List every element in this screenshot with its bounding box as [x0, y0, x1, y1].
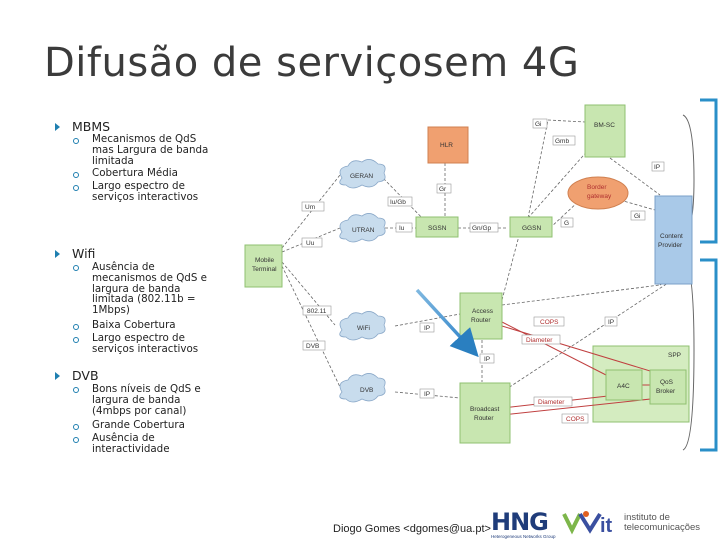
diagram-label: Router: [471, 317, 491, 324]
diagram-label: COPS: [540, 319, 559, 326]
diagram-label: GGSN: [522, 225, 541, 232]
a4c-box: [605, 369, 643, 401]
hlr-box: [427, 126, 469, 164]
sub-bullet-icon: [73, 424, 79, 430]
dvb-item: Ausência de interactividade: [92, 432, 170, 455]
diagram-label: QoS: [660, 379, 674, 386]
bullet-arrow-icon: [55, 250, 60, 258]
wifi-item: Baixa Cobertura: [92, 319, 176, 331]
diagram-label: Provider: [658, 242, 683, 249]
diagram-label: Um: [305, 204, 315, 211]
geran-cloud: [339, 159, 386, 189]
sub-bullet-icon: [73, 324, 79, 330]
sub-bullet-icon: [73, 185, 79, 191]
diagram-label: Gi: [535, 121, 542, 128]
diagram-label: Iu/Gb: [390, 199, 406, 206]
bullet-mbms: MBMS: [72, 119, 111, 134]
sub-bullet-icon: [73, 265, 79, 271]
qos-broker-box: [649, 369, 687, 405]
hng-logo-subtitle: Heterogeneous Networks Group: [491, 534, 556, 539]
diagram-label: Iu: [399, 225, 405, 232]
diagram-label: IP: [424, 325, 430, 332]
bm-sc-box: [584, 104, 626, 158]
sgsn-box: [415, 216, 459, 238]
access-router-box: [459, 292, 503, 340]
mobile-terminal-box: [244, 244, 283, 288]
diagram-label: UTRAN: [352, 227, 375, 234]
mbms-item: Mecanismos de QdS mas Largura de banda l…: [92, 133, 209, 167]
utran-cloud: [339, 213, 386, 243]
diagram-label: SGSN: [428, 225, 447, 232]
diagram-label: WiFi: [357, 325, 370, 332]
instituto-logo: instituto de telecomunicações: [624, 513, 700, 533]
diagram-label: Gmb: [555, 138, 569, 145]
diagram-label: Diameter: [526, 337, 553, 344]
diagram-label: Access: [472, 308, 494, 315]
diagram-label: Mobile: [255, 257, 275, 264]
page-title: Difusão de serviçosem 4G: [44, 40, 580, 86]
sub-bullet-icon: [73, 138, 79, 144]
diagram-label: BM-SC: [594, 122, 615, 129]
wifi-item: Largo espectro de serviços interactivos: [92, 332, 199, 355]
dvb-cloud: [339, 373, 386, 403]
diagram-label: IP: [608, 319, 614, 326]
instituto-line1: instituto de: [624, 512, 670, 523]
diagram-label: Gi: [634, 213, 641, 220]
dashed-links: [281, 119, 669, 399]
ggsn-box: [509, 216, 553, 238]
bullet-arrow-icon: [55, 372, 60, 380]
diagram-label: Terminal: [252, 266, 277, 273]
diagram-label: G: [564, 220, 569, 227]
broadcast-router-box: [459, 382, 511, 444]
sub-bullet-icon: [73, 337, 79, 343]
diagram-label: 802.11: [307, 308, 327, 315]
wifi-item: Ausência de mecanismos de QdS e largura …: [92, 261, 207, 317]
hng-logo: HNG Heterogeneous Networks Group: [491, 510, 556, 539]
it-logo-text: it: [600, 515, 613, 537]
highlight-arrow: [415, 288, 479, 358]
diagram-label: gateway: [587, 193, 612, 200]
bracket-bottom: [700, 258, 718, 452]
diagram-label: Diameter: [538, 399, 565, 406]
dvb-item: Grande Cobertura: [92, 419, 185, 431]
clouds: [339, 159, 386, 403]
diagram-label: COPS: [566, 416, 585, 423]
wifi-cloud: [339, 311, 386, 341]
hng-logo-text: HNG: [491, 508, 549, 536]
instituto-line2: telecomunicações: [624, 522, 701, 533]
diagram-label: Broadcast: [470, 406, 499, 413]
diagram-label: IP: [424, 391, 430, 398]
diagram-label: HLR: [440, 142, 453, 149]
diagram-label: GERAN: [350, 173, 373, 180]
diagram-label: IP: [484, 356, 490, 363]
bullet-wifi: Wifi: [72, 246, 96, 261]
diagram-label: A4C: [617, 383, 630, 390]
diagram-label: Router: [474, 415, 494, 422]
diagram-label: Border: [587, 184, 607, 191]
diagram-label: Content: [660, 233, 683, 240]
footer-author: Diogo Gomes <dgomes@ua.pt>: [333, 523, 491, 535]
diagram-label: Uu: [306, 240, 315, 247]
diagram-label: Gn/Gp: [472, 225, 492, 232]
mbms-item: Cobertura Média: [92, 167, 178, 179]
diagram-label: DVB: [306, 343, 319, 350]
diagram-label: Gr: [439, 186, 447, 193]
diagram-label: SPP: [668, 352, 681, 359]
sub-bullet-icon: [73, 387, 79, 393]
it-logo-icon: it: [562, 511, 613, 537]
diagram-label: IP: [654, 164, 660, 171]
sub-bullet-icon: [73, 437, 79, 443]
bullet-dvb: DVB: [72, 368, 99, 383]
border-gateway: [567, 176, 629, 210]
bullet-arrow-icon: [55, 123, 60, 131]
dvb-item: Bons níveis de QdS e largura de banda (4…: [92, 383, 201, 417]
content-provider-box: [654, 195, 693, 285]
sub-bullet-icon: [73, 172, 79, 178]
diagram-label: Broker: [656, 388, 676, 395]
mbms-item: Largo espectro de serviços interactivos: [92, 180, 199, 203]
bracket-top: [700, 98, 718, 244]
diagram-label: DVB: [360, 387, 373, 394]
